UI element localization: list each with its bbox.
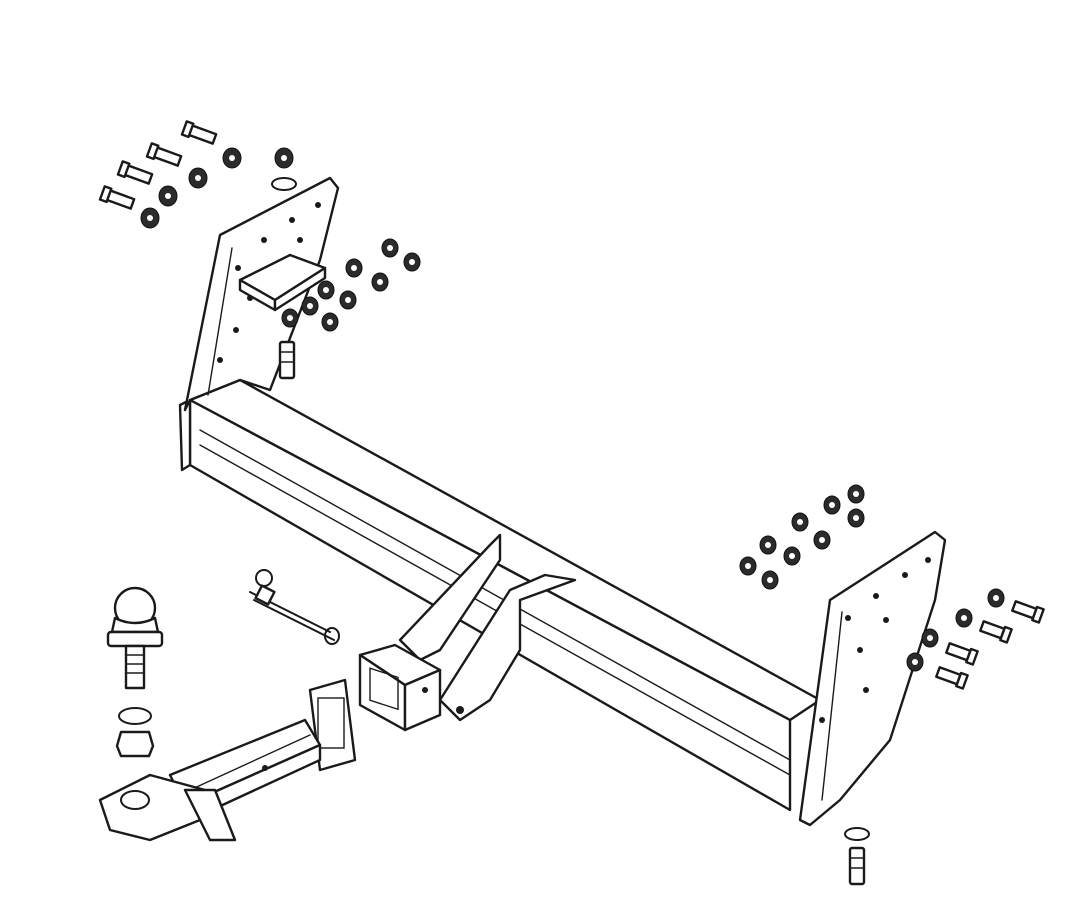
bolt-set-top-left (98, 120, 218, 210)
hitch-pin (249, 569, 340, 645)
left-bracket (183, 176, 340, 412)
bolt-set-right (935, 600, 1045, 690)
nut-set-top-left (140, 147, 421, 380)
nut-set-right (739, 484, 1005, 886)
drawbar (98, 678, 357, 842)
tow-ball (106, 586, 164, 758)
hitch-receiver (358, 533, 577, 732)
right-bracket (798, 530, 947, 827)
crossbar (178, 378, 822, 812)
